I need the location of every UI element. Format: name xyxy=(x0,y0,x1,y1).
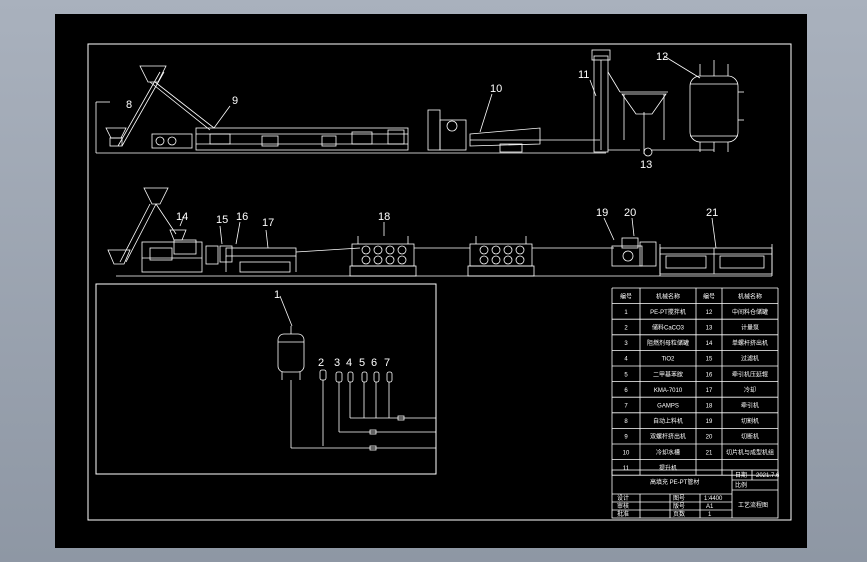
callout-12: 12 xyxy=(656,51,668,63)
callout-9: 9 xyxy=(232,95,238,107)
twin-screw-extruder-9 xyxy=(151,105,409,151)
table-cell: 8 xyxy=(624,419,628,425)
callout-10: 10 xyxy=(490,83,502,95)
table-header-cell: 机械名称 xyxy=(656,292,680,300)
table-cell: 自动上料机 xyxy=(653,417,683,425)
callout-3: 3 xyxy=(334,357,340,369)
table-cell: 7 xyxy=(624,404,628,410)
table-cell: 20 xyxy=(706,435,713,441)
title-block-r1-value: 1:4400 xyxy=(704,496,723,502)
table-cell: 2 xyxy=(624,326,628,332)
table-cell: 15 xyxy=(706,357,713,363)
table-cell: 5 xyxy=(624,372,628,378)
callout-13: 13 xyxy=(640,159,652,171)
callout-1: 1 xyxy=(274,289,280,301)
table-cell: 切断机 xyxy=(741,433,759,441)
callout-18: 18 xyxy=(378,211,390,223)
table-cell: TiO2 xyxy=(662,357,675,363)
table-cell: 牵引机压延辊 xyxy=(732,370,768,378)
middle-production-line xyxy=(107,187,773,277)
callout-15: 15 xyxy=(216,214,228,226)
cooling-tank-10 xyxy=(427,93,600,153)
raw-material-preparation xyxy=(277,295,437,474)
title-block-approver: 批准 xyxy=(617,510,629,518)
table-cell: 双螺杆挤出机 xyxy=(650,433,686,441)
table-cell: 11 xyxy=(623,466,630,472)
callout-8: 8 xyxy=(126,99,132,111)
callout-6: 6 xyxy=(371,357,377,369)
table-cell: 阻燃剂母粒储罐 xyxy=(647,339,689,347)
table-cell: 储料CaCO3 xyxy=(652,324,685,332)
title-block-checker: 审核 xyxy=(617,502,629,510)
sheet-border xyxy=(87,43,792,521)
callout-17: 17 xyxy=(262,217,274,229)
table-cell: 21 xyxy=(706,450,713,456)
callout-11: 11 xyxy=(578,69,589,81)
title-block-date-value: 2021.7.6 xyxy=(756,473,780,479)
table-cell: 17 xyxy=(706,388,713,394)
title-block-r2-label: 版号 xyxy=(673,502,685,510)
table-cell: 计量泵 xyxy=(741,324,759,332)
title-block-title: 高填充 PE-PT管材 xyxy=(650,478,699,486)
title-block: 高填充 PE-PT管材 日期 2021.7.6 比例 设计 审核 批准 图号 1… xyxy=(611,469,780,519)
callout-19: 19 xyxy=(596,207,608,219)
table-cell: 6 xyxy=(624,388,628,394)
callout-5: 5 xyxy=(359,357,365,369)
callout-2: 2 xyxy=(318,357,324,369)
table-cell: 3 xyxy=(624,341,628,347)
table-cell: 10 xyxy=(623,450,630,456)
drawing-sheet xyxy=(55,14,807,548)
inner-frame xyxy=(95,283,437,475)
parts-table: 编号 机械名称 编号 机械名称 1 PE-PT搅拌机 12 中间料仓储罐 2 储料CaCO3 13 计… xyxy=(611,287,779,476)
table-cell: 冷却 xyxy=(744,386,756,394)
table-cell: 19 xyxy=(706,419,713,425)
table-cell: 切割机 xyxy=(741,417,759,425)
elevator-11 xyxy=(589,49,668,154)
table-cell: 冷却水槽 xyxy=(656,448,680,456)
title-block-drawing-name: 工艺流程图 xyxy=(738,501,768,509)
top-production-line xyxy=(95,49,744,157)
table-cell: 二甲基苯胺 xyxy=(653,370,683,378)
storage-tank-12 xyxy=(643,55,744,157)
table-cell: KMA-7010 xyxy=(654,388,683,394)
title-block-r2-value: A1 xyxy=(706,504,714,510)
title-block-scale-label: 比例 xyxy=(735,481,747,489)
table-cell: 13 xyxy=(706,326,713,332)
title-block-designer: 设计 xyxy=(617,494,629,502)
table-header-cell: 编号 xyxy=(703,292,715,300)
table-cell: 16 xyxy=(706,372,713,378)
puller-18 xyxy=(349,236,417,277)
table-cell: 18 xyxy=(706,404,713,410)
callout-21: 21 xyxy=(706,207,718,219)
table-cell: 中间料仓储罐 xyxy=(732,308,768,316)
title-block-r3-label: 页数 xyxy=(673,510,685,518)
table-header-cell: 编号 xyxy=(620,292,632,300)
title-block-r1-label: 图号 xyxy=(673,495,685,502)
callout-16: 16 xyxy=(236,211,248,223)
title-block-date-label: 日期 xyxy=(735,471,747,479)
auto-feeder-8 xyxy=(105,65,215,147)
table-cell: GAMPS xyxy=(657,404,679,410)
table-cell: 牵引机 xyxy=(741,402,759,410)
table-cell: PE-PT搅拌机 xyxy=(650,308,686,316)
table-cell: 14 xyxy=(706,341,713,347)
table-cell: 4 xyxy=(624,357,628,363)
puller-18b xyxy=(467,236,535,277)
table-header-cell: 机械名称 xyxy=(738,292,762,300)
callout-14: 14 xyxy=(176,211,188,223)
table-cell: 切片机与成型机组 xyxy=(726,448,774,456)
callout-7: 7 xyxy=(384,357,390,369)
table-cell: 提升机 xyxy=(659,464,677,472)
table-cell: 12 xyxy=(706,310,713,316)
callout-20: 20 xyxy=(624,207,636,219)
callout-4: 4 xyxy=(346,357,352,369)
table-cell: 过滤机 xyxy=(741,355,759,363)
title-block-r3-value: 1 xyxy=(708,512,712,518)
table-cell: 1 xyxy=(624,310,628,316)
table-cell: 9 xyxy=(624,435,628,441)
table-cell: 单螺杆挤出机 xyxy=(732,339,768,347)
